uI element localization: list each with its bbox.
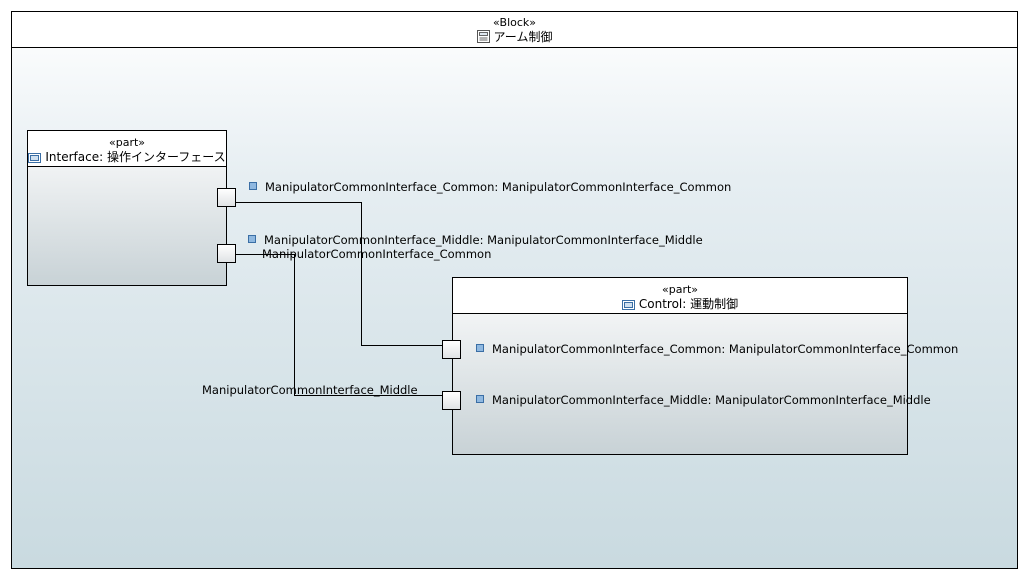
connector-common-line (236, 202, 442, 346)
block-header: «Block» アーム制御 (12, 12, 1017, 48)
part-interface-stereotype: «part» (108, 136, 146, 149)
port-icon (249, 182, 257, 190)
connector-middle-label: ManipulatorCommonInterface_Middle (202, 383, 418, 397)
block-stereotype: «Block» (492, 16, 537, 29)
part-control[interactable]: «part» Control: 運動制御 (452, 277, 908, 455)
port-interface-middle[interactable] (217, 244, 236, 263)
block-icon (476, 30, 490, 46)
port-icon (248, 235, 256, 243)
port-label-interface-common: ManipulatorCommonInterface_Common: Manip… (249, 180, 731, 194)
port-control-middle[interactable] (442, 391, 461, 410)
port-interface-common[interactable] (217, 188, 236, 207)
part-icon (28, 152, 42, 166)
port-label-control-middle: ManipulatorCommonInterface_Middle: Manip… (476, 393, 931, 407)
port-icon (476, 344, 484, 352)
connector-common-label: ManipulatorCommonInterface_Common (262, 247, 492, 261)
part-control-header: «part» Control: 運動制御 (453, 278, 907, 314)
connector-middle-line (236, 254, 442, 396)
part-interface-name: Interface: 操作インターフェース (45, 150, 226, 164)
port-label-control-common: ManipulatorCommonInterface_Common: Manip… (476, 342, 958, 356)
port-control-common[interactable] (442, 340, 461, 359)
port-icon (476, 395, 484, 403)
block-title: アーム制御 (12, 30, 1017, 46)
part-icon (621, 299, 635, 313)
part-control-title: Control: 運動制御 (453, 297, 907, 313)
part-control-stereotype: «part» (661, 283, 699, 296)
part-interface[interactable]: «part» Interface: 操作インターフェース (27, 130, 227, 286)
block-name: アーム制御 (493, 30, 553, 44)
part-interface-header: «part» Interface: 操作インターフェース (28, 131, 226, 167)
part-interface-title: Interface: 操作インターフェース (28, 150, 226, 166)
port-label-interface-middle: ManipulatorCommonInterface_Middle: Manip… (248, 233, 703, 247)
part-control-name: Control: 運動制御 (638, 297, 739, 311)
